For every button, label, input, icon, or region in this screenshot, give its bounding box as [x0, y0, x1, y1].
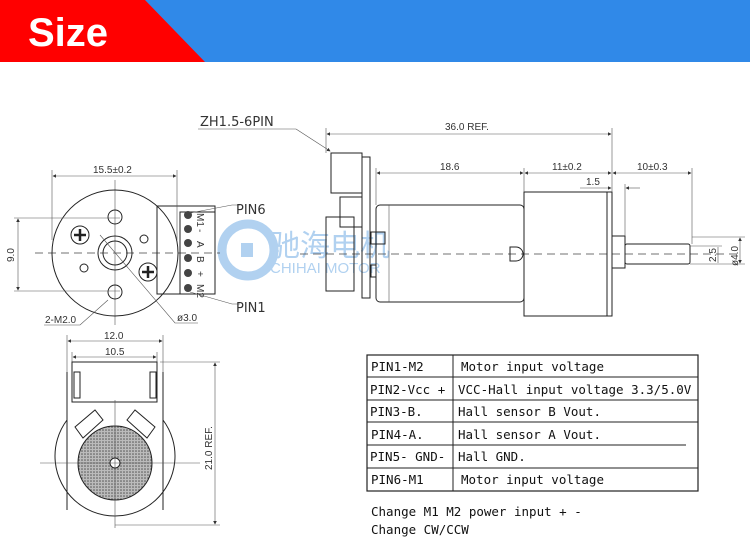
connector-pins: M1 - A B + M2	[184, 211, 205, 298]
table-row: PIN4-A. Hall sensor A Vout.	[371, 427, 601, 442]
shaft-circle	[97, 235, 133, 271]
watermark-brand-en: CHIHAI MOTOR	[270, 260, 381, 277]
table-row: PIN3-B. Hall sensor B Vout.	[370, 404, 601, 419]
svg-text:PIN2-Vcc +: PIN2-Vcc +	[370, 382, 445, 397]
front-width-dim: 15.5±0.2	[93, 165, 132, 176]
collar-length-dim: 1.5	[586, 177, 600, 188]
shaft-dia-label: ø3.0	[177, 313, 197, 324]
svg-text:Motor input voltage: Motor input voltage	[461, 472, 604, 487]
outer-width-dim: 12.0	[104, 331, 124, 342]
header-red-tab	[0, 0, 205, 62]
inner-width-dim: 10.5	[105, 347, 125, 358]
svg-text:-: -	[194, 229, 205, 232]
motor-can	[375, 204, 525, 303]
table-row: PIN6-M1 Motor input voltage	[371, 472, 604, 487]
svg-text:PIN4-A.: PIN4-A.	[371, 427, 424, 442]
header-banner: Size	[0, 0, 750, 62]
table-row: PIN5- GND- Hall GND.	[370, 449, 526, 464]
total-length-dim: 36.0 REF.	[445, 122, 489, 133]
table-row: PIN1-M2 Motor input voltage	[371, 359, 604, 374]
svg-text:B: B	[194, 256, 205, 263]
svg-text:A: A	[194, 241, 205, 248]
connector-label: ZH1.5-6PIN	[200, 115, 274, 130]
svg-text:Hall sensor B Vout.: Hall sensor B Vout.	[458, 404, 601, 419]
screw-icon	[70, 225, 90, 245]
svg-text:VCC-Hall input voltage 3.3/5.0: VCC-Hall input voltage 3.3/5.0V	[458, 382, 692, 397]
svg-text:PIN1-M2: PIN1-M2	[371, 359, 424, 374]
front-view: M1 - A B + M2 15.5±0.2 9.0 PIN6 PIN1 2-M…	[6, 165, 266, 326]
svg-text:PIN5- GND-: PIN5- GND-	[370, 449, 445, 464]
watermark-brand-cn: 驰海电机	[270, 229, 390, 264]
svg-text:Hall sensor A Vout.: Hall sensor A Vout.	[458, 427, 601, 442]
flat-dim: 2.5	[708, 248, 719, 262]
mount-hole	[107, 209, 123, 225]
svg-text:Hall GND.: Hall GND.	[458, 449, 526, 464]
svg-text:M2: M2	[194, 284, 205, 298]
pin6-label: PIN6	[236, 203, 266, 218]
svg-text:PIN6-M1: PIN6-M1	[371, 472, 424, 487]
shaft-length-dim: 10±0.3	[637, 162, 668, 173]
pin1-label: PIN1	[236, 301, 266, 316]
mount-hole	[107, 284, 123, 300]
bottom-view: 12.0 10.5 21.0 REF.	[40, 331, 220, 528]
note-line: Change CW/CCW	[371, 522, 469, 537]
front-height-dim: 9.0	[6, 248, 17, 262]
gear-logo-icon	[217, 219, 279, 281]
bottom-height-dim: 21.0 REF.	[204, 426, 215, 470]
side-view: ZH1.5-6PIN 36.0 REF. 18.6 11±0.2 10±0.3 …	[198, 115, 745, 317]
svg-text:PIN3-B.: PIN3-B.	[370, 404, 423, 419]
shaft-dia-dim: ø4.0	[730, 246, 741, 266]
svg-text:Motor input voltage: Motor input voltage	[461, 359, 604, 374]
output-shaft	[624, 243, 691, 265]
svg-text:M1: M1	[194, 213, 205, 227]
screw-label: 2-M2.0	[45, 315, 77, 326]
gearbox-length-dim: 11±0.2	[552, 162, 582, 173]
note-line: Change M1 M2 power input + -	[371, 504, 582, 519]
watermark-logo: 驰海电机 CHIHAI MOTOR	[217, 219, 390, 281]
header-title: Size	[28, 11, 108, 55]
motor-length-dim: 18.6	[440, 162, 460, 173]
table-row: PIN2-Vcc + VCC-Hall input voltage 3.3/5.0…	[370, 382, 692, 397]
motor-end-circle	[51, 189, 179, 317]
svg-text:+: +	[194, 271, 205, 277]
